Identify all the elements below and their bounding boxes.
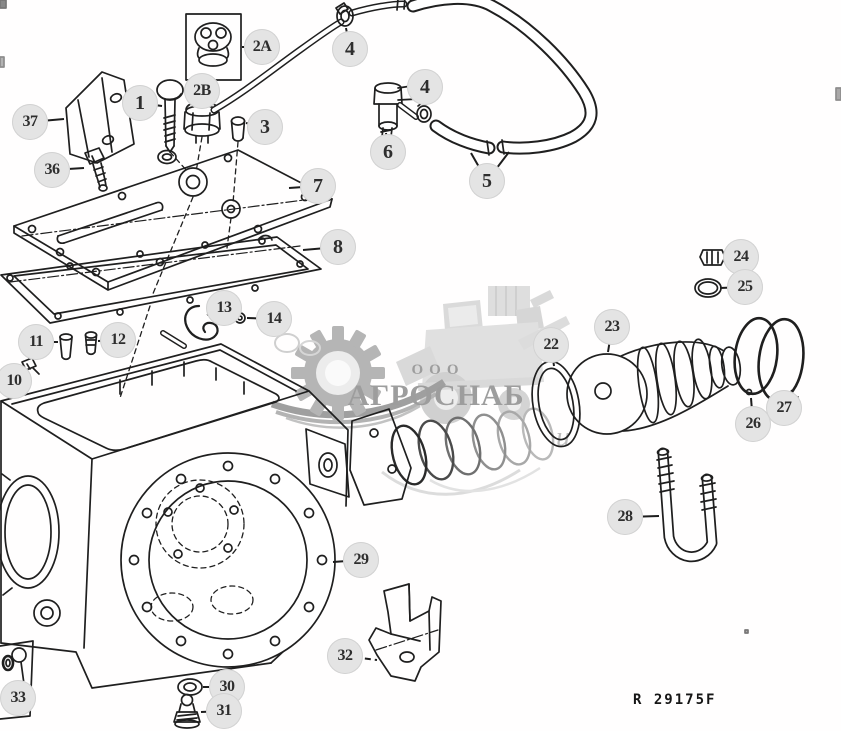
callout-label: 24	[733, 248, 750, 265]
callout-10[interactable]: 10	[0, 363, 32, 399]
callout-label: 13	[216, 299, 233, 316]
u-bolt-28	[656, 447, 718, 563]
callout-label: 33	[10, 689, 27, 706]
callout-label: 30	[219, 678, 236, 695]
breather-tube	[210, 0, 412, 114]
callout-27[interactable]: 27	[766, 390, 802, 426]
callout-29[interactable]: 29	[343, 542, 379, 578]
callout-3[interactable]: 3	[247, 109, 283, 145]
hose-clamp-top-4	[335, 2, 354, 27]
callout-2a[interactable]: 2A	[244, 29, 280, 65]
plug-3	[230, 116, 246, 142]
callout-2b[interactable]: 2B	[184, 73, 220, 109]
callout-label: 23	[604, 318, 621, 335]
gasket-8	[0, 234, 322, 324]
callout-label: 22	[543, 336, 560, 353]
seal-ring-22	[531, 360, 581, 448]
callout-36[interactable]: 36	[34, 152, 70, 188]
callout-1[interactable]: 1	[122, 85, 158, 121]
callout-label: 5	[482, 169, 492, 192]
callout-14[interactable]: 14	[256, 301, 292, 337]
callout-label: 1	[135, 91, 145, 114]
callout-label: 8	[333, 235, 343, 258]
bracket-32	[368, 583, 442, 682]
callout-label: 14	[266, 310, 283, 327]
callout-8[interactable]: 8	[320, 229, 356, 265]
callout-label: 32	[337, 647, 354, 664]
callout-label: 12	[110, 331, 127, 348]
callout-7[interactable]: 7	[300, 168, 336, 204]
callout-11[interactable]: 11	[18, 324, 54, 360]
callout-label: 26	[745, 415, 762, 432]
callout-label: 31	[216, 702, 233, 719]
callout-label: 11	[28, 333, 44, 350]
callout-label: 4	[420, 75, 430, 98]
callout-6[interactable]: 6	[370, 134, 406, 170]
callout-13[interactable]: 13	[206, 290, 242, 326]
accumulator-23	[566, 338, 742, 435]
callout-12[interactable]: 12	[100, 322, 136, 358]
callout-4[interactable]: 4	[407, 69, 443, 105]
callout-label: 7	[313, 174, 323, 197]
callout-32[interactable]: 32	[327, 638, 363, 674]
callout-label: 2A	[252, 38, 272, 55]
callout-31[interactable]: 31	[206, 693, 242, 729]
breather-detail-box-2A	[185, 13, 242, 81]
callout-28[interactable]: 28	[607, 499, 643, 535]
callout-label: 2B	[193, 82, 211, 99]
callout-label: 29	[353, 551, 370, 568]
callout-24[interactable]: 24	[723, 239, 759, 275]
callout-label: 3	[260, 115, 270, 138]
cover-plate-7	[13, 149, 333, 291]
callout-23[interactable]: 23	[594, 309, 630, 345]
hardware-24-25	[694, 249, 726, 298]
hose-clamp-mid-4	[416, 101, 432, 123]
snap-rings-26-27	[733, 316, 805, 403]
callout-label: 36	[44, 161, 61, 178]
callout-label: 28	[617, 508, 634, 525]
scan-artifacts	[0, 0, 841, 634]
bolt-36	[84, 147, 108, 192]
callout-4[interactable]: 4	[332, 31, 368, 67]
callout-22[interactable]: 22	[533, 327, 569, 363]
callout-label: 37	[22, 113, 39, 130]
callout-33[interactable]: 33	[0, 680, 36, 716]
callout-label: 10	[6, 372, 23, 389]
callout-label: 6	[383, 140, 393, 163]
callout-37[interactable]: 37	[12, 104, 48, 140]
hose-5	[406, 0, 598, 156]
callout-label: 27	[776, 399, 793, 416]
callout-label: 25	[737, 278, 754, 295]
inset-box-33	[0, 640, 34, 720]
plug-parts-30-31	[173, 678, 203, 729]
housing-29	[0, 343, 350, 689]
callout-5[interactable]: 5	[469, 163, 505, 199]
bracket-37	[65, 71, 135, 164]
callout-label: 4	[345, 37, 355, 60]
callout-26[interactable]: 26	[735, 406, 771, 442]
part-code: R 29175F	[633, 692, 717, 708]
callout-25[interactable]: 25	[727, 269, 763, 305]
spring-stack	[349, 407, 555, 506]
bolt-1	[156, 79, 184, 165]
